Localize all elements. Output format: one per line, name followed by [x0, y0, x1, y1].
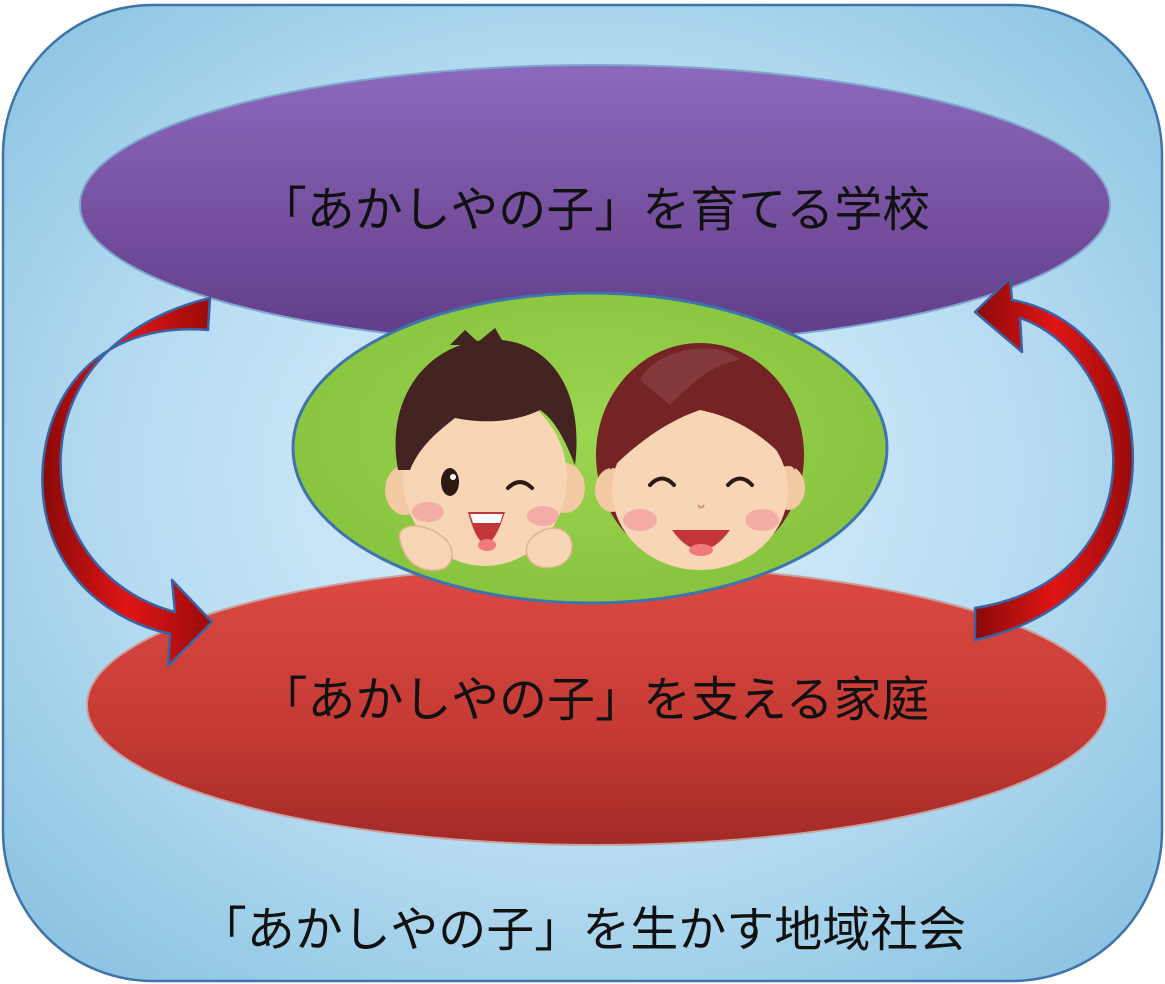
- community-label: 「あかしやの子」を生かす地域社会: [198, 902, 967, 958]
- school-label: 「あかしやの子」を育てる学校: [258, 182, 931, 238]
- girl-face-icon: [595, 343, 805, 570]
- left-cycle-arrow-icon: [41, 296, 214, 668]
- right-cycle-arrow-icon: [973, 276, 1135, 642]
- home-label: 「あかしやの子」を支える家庭: [259, 672, 930, 728]
- boy-face-icon: [385, 328, 585, 571]
